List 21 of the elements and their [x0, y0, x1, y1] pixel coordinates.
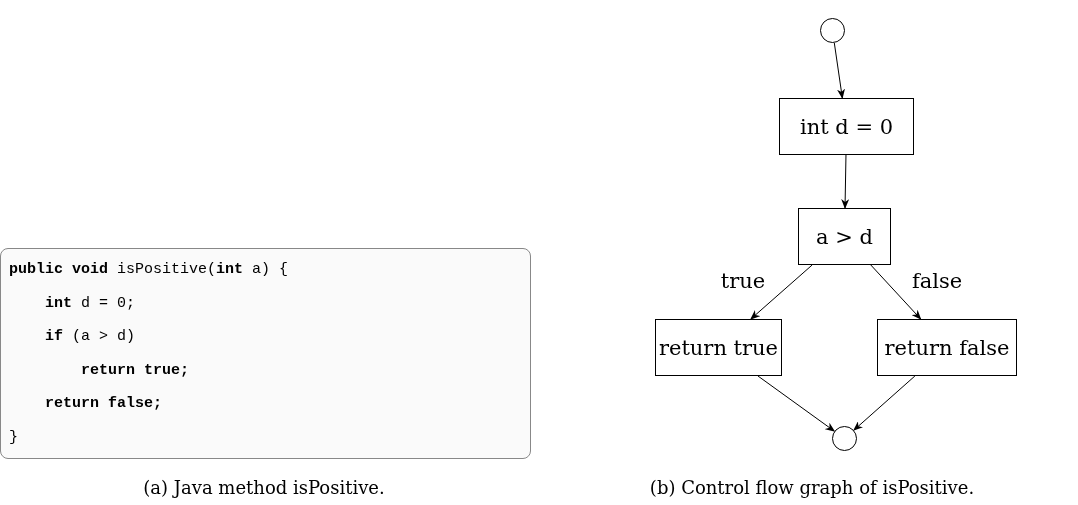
- terminal-circle: [832, 426, 857, 451]
- code-line: return false;: [44, 395, 164, 413]
- arrow: [757, 375, 836, 432]
- code-listing: [0, 248, 531, 459]
- code-line: int d = 0;: [44, 294, 137, 312]
- terminal-circle: [820, 18, 845, 43]
- arrow: [853, 375, 916, 431]
- figure-caption: (a) Java method isPositive.: [143, 477, 385, 498]
- code-line: return true;: [80, 361, 191, 379]
- arrow: [870, 264, 922, 320]
- figure-caption: (b) Control flow graph of isPositive.: [649, 477, 975, 498]
- arrow: [841, 154, 850, 209]
- code-line: }: [9, 428, 19, 446]
- process-box: int d = 0: [779, 98, 914, 155]
- arrow: [750, 264, 813, 320]
- process-box: return true: [655, 319, 782, 376]
- code-line: public void isPositive(int a) {: [9, 261, 290, 278]
- process-box: a > d: [798, 208, 891, 265]
- process-box: return false: [877, 319, 1017, 376]
- code-line: if (a > d): [44, 328, 137, 346]
- arrow: [833, 42, 845, 99]
